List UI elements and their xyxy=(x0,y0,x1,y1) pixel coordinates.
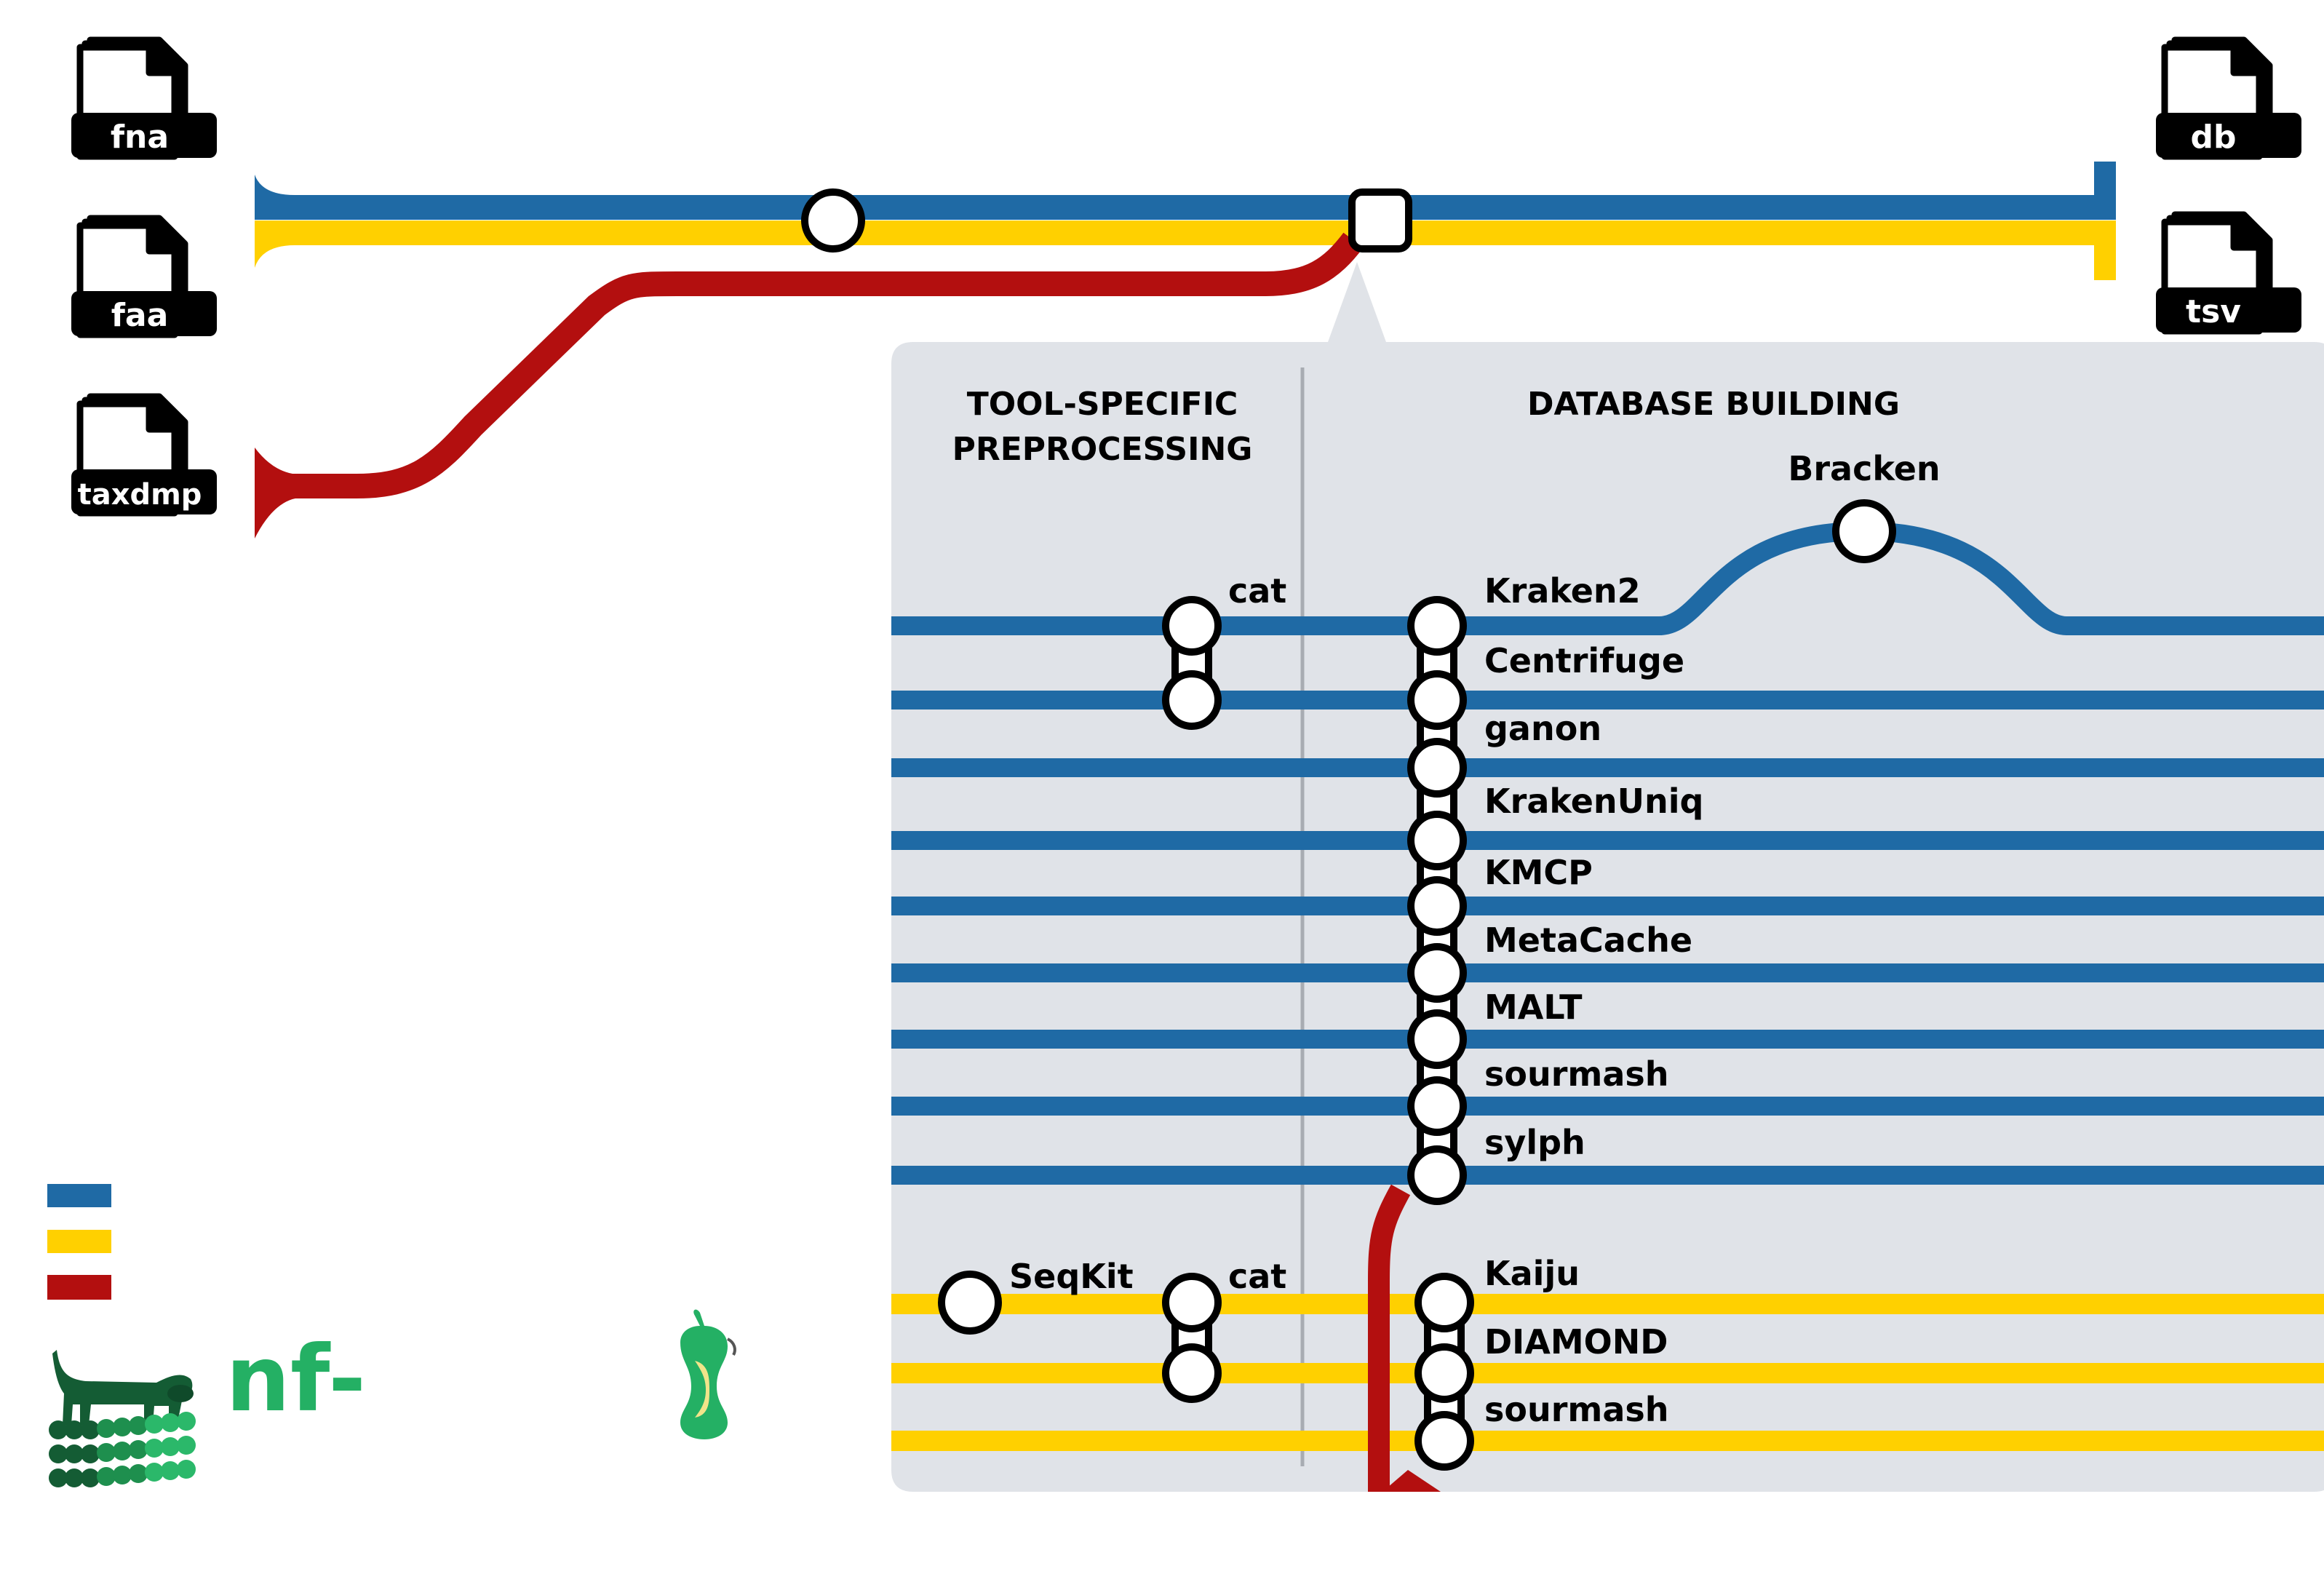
tool-label-kaiju: Kaiju xyxy=(1484,1254,1580,1293)
taxonomy-panel-end xyxy=(1382,1470,1441,1492)
tool-label-sylph: sylph xyxy=(1484,1123,1585,1162)
protein-start-cap xyxy=(255,220,295,268)
input-label-taxdmp: taxdmp xyxy=(78,478,202,512)
seqkit-station xyxy=(938,1271,1002,1335)
cat-protein-station xyxy=(1162,1273,1222,1403)
dachshund-icon xyxy=(52,1350,194,1425)
tool-label-ganon: ganon xyxy=(1484,709,1601,748)
tool-label-malt: MALT xyxy=(1484,987,1583,1027)
output-file-tsv: tsv xyxy=(2156,215,2301,333)
interchange-station xyxy=(1348,188,1412,253)
tool-labels: cat SeqKit cat Bracken Kraken2 Centrifug… xyxy=(1009,449,1941,1429)
input-file-faa: faa xyxy=(71,218,217,336)
tool-label-diamond: DIAMOND xyxy=(1484,1322,1668,1362)
tool-label-sourmash-nt: sourmash xyxy=(1484,1054,1669,1094)
tool-label-krakenuniq: KrakenUniq xyxy=(1484,782,1703,821)
main-lines xyxy=(255,162,2116,538)
taxonomy-start-cap xyxy=(255,448,306,538)
output-label-tsv: tsv xyxy=(2186,293,2241,330)
input-label-fna: fna xyxy=(111,119,169,156)
nucleotide-tool-lines xyxy=(891,521,2324,1185)
cat-bottom-label: cat xyxy=(1228,1257,1286,1296)
input-station xyxy=(801,188,865,253)
tool-label-kmcp: KMCP xyxy=(1484,853,1593,892)
cat-preprocessing-station xyxy=(1162,596,1222,730)
protein-end-cap xyxy=(2094,220,2116,280)
output-label-db: db xyxy=(2191,119,2237,156)
database-building-heading: DATABASE BUILDING xyxy=(1527,386,1900,423)
preprocessing-heading-line1: TOOL-SPECIFIC xyxy=(967,386,1238,423)
tool-label-kraken2: Kraken2 xyxy=(1484,571,1641,611)
nucleotide-start-cap xyxy=(255,175,295,220)
seqkit-label: SeqKit xyxy=(1009,1257,1134,1296)
bracken-label: Bracken xyxy=(1788,449,1940,488)
apple-core-icon xyxy=(680,1309,736,1439)
output-file-db: db xyxy=(2156,40,2301,158)
preprocessing-heading-line2: PREPROCESSING xyxy=(952,431,1253,468)
legend-protein-swatch xyxy=(47,1230,111,1253)
taxonomy-line xyxy=(284,232,1364,498)
tool-label-sourmash-aa: sourmash xyxy=(1484,1390,1669,1429)
stations xyxy=(801,188,1896,1335)
dna-beads-icon xyxy=(49,1412,196,1487)
protein-database-station xyxy=(1414,1273,1474,1471)
bracken-station xyxy=(1832,499,1896,563)
nucleotide-database-station xyxy=(1407,596,1467,1205)
nucleotide-end-cap xyxy=(2094,162,2116,220)
nf-core-logo: nf- xyxy=(49,1309,736,1487)
logo-text: nf- xyxy=(226,1327,366,1432)
legend-nucleotide-swatch xyxy=(47,1184,111,1207)
input-file-fna: fna xyxy=(71,40,217,158)
legend xyxy=(47,1184,111,1300)
protein-tool-lines xyxy=(891,1294,2324,1451)
cat-top-label: cat xyxy=(1228,571,1286,611)
panel-headings: TOOL-SPECIFIC PREPROCESSING DATABASE BUI… xyxy=(952,386,1900,468)
taxonomy-panel-line xyxy=(1368,1184,1411,1492)
input-label-faa: faa xyxy=(111,297,169,334)
tool-label-centrifuge: Centrifuge xyxy=(1484,641,1684,680)
input-file-taxdmp: taxdmp xyxy=(71,397,217,514)
tool-label-metacache: MetaCache xyxy=(1484,921,1692,960)
legend-taxonomy-swatch xyxy=(47,1275,111,1300)
